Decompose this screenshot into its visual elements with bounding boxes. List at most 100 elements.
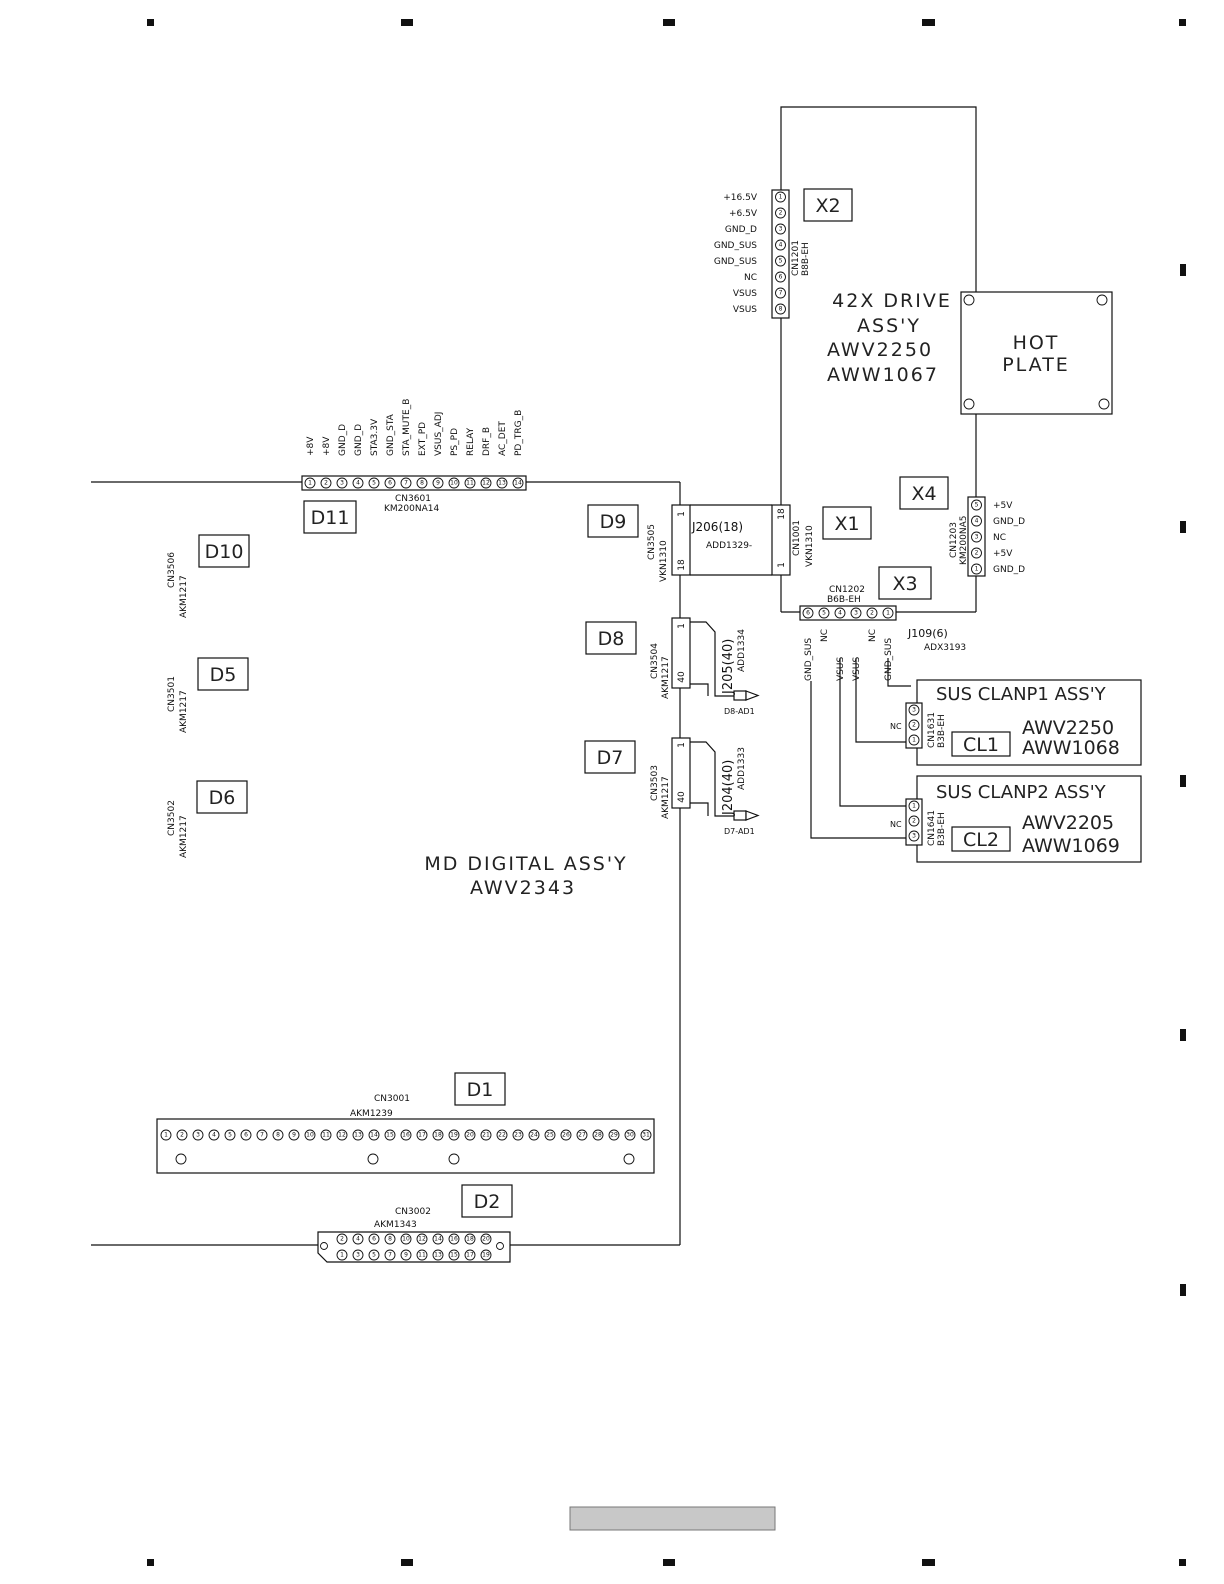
pin-number: 3: [356, 1252, 360, 1259]
pin-number: 2: [912, 818, 916, 825]
pin-number: 12: [482, 480, 490, 487]
pin-number: 17: [418, 1132, 426, 1139]
svg-text:AKM1217: AKM1217: [661, 656, 671, 699]
connector-pin: [320, 477, 332, 489]
connector-pin: [160, 1129, 172, 1141]
signal-label: NC: [820, 629, 830, 642]
svg-text:SUS CLANP1 ASS'Y: SUS CLANP1 ASS'Y: [936, 684, 1107, 705]
svg-text:KM200NA14: KM200NA14: [384, 504, 439, 514]
pin-number: 8: [276, 1132, 280, 1139]
svg-text:X1: X1: [834, 513, 859, 535]
connector-pin: [176, 1129, 188, 1141]
signal-label: RELAY: [466, 427, 476, 456]
signal-label: STA3.3V: [370, 418, 380, 456]
tag-d7: D7: [584, 740, 636, 774]
connector-cn3503: 1 40 CN3503 AKM1217: [650, 737, 691, 819]
board-sus-clanp2: SUS CLANP2 ASS'Y AWV2205 AWW1069 CL2 123…: [890, 775, 1142, 863]
connector-pin: [400, 1249, 412, 1261]
svg-text:CN1631: CN1631: [927, 712, 937, 748]
connector-pin: [416, 1249, 428, 1261]
tag-x1: X1: [822, 506, 872, 540]
pin-number: 11: [322, 1132, 330, 1139]
svg-text:J109(6): J109(6): [907, 627, 948, 640]
svg-text:AKM1217: AKM1217: [179, 690, 189, 733]
connector-pin: [368, 1233, 380, 1245]
connector-pin: [775, 191, 786, 203]
signal-label: +5V: [993, 549, 1013, 559]
pin-number: 7: [388, 1252, 392, 1259]
connector-cn3505: 1 18 CN3505 VKN1310: [647, 504, 691, 582]
pin-number: 9: [404, 1252, 408, 1259]
tag-d8: D8: [585, 621, 637, 655]
connector-pin: [480, 1129, 492, 1141]
svg-text:AWV2250: AWV2250: [1022, 717, 1114, 739]
svg-text:HOT: HOT: [1013, 332, 1060, 354]
connector-pin: [448, 477, 460, 489]
pin-number: 14: [434, 1236, 442, 1243]
signal-label: GND_SUS: [884, 638, 894, 681]
svg-text:CN1202: CN1202: [829, 585, 865, 595]
signal-label: GND_D: [354, 424, 364, 456]
svg-text:B3B-EH: B3B-EH: [937, 714, 947, 748]
svg-text:42X DRIVE: 42X DRIVE: [832, 290, 952, 312]
connector-pin: [400, 477, 412, 489]
svg-text:B8B-EH: B8B-EH: [801, 242, 811, 276]
signal-label: +5V: [993, 501, 1013, 511]
connector-pin: [775, 303, 786, 315]
svg-text:D7: D7: [597, 747, 624, 769]
signal-label: GND_D: [993, 517, 1025, 527]
connector-pin: [908, 719, 920, 731]
connector-pin: [336, 1233, 348, 1245]
connector-pin: [320, 1129, 332, 1141]
pin-number: 2: [340, 1236, 344, 1243]
pin-number: 11: [466, 480, 474, 487]
svg-text:CL2: CL2: [963, 829, 999, 851]
connector-pin: [866, 607, 878, 619]
connector-pin: [224, 1129, 236, 1141]
svg-text:ADX3193: ADX3193: [924, 643, 966, 653]
pin-number: 4: [212, 1132, 216, 1139]
pin-number: 29: [610, 1132, 618, 1139]
svg-text:D7-AD1: D7-AD1: [724, 827, 755, 836]
connector-pin: [352, 1233, 364, 1245]
connector-pin: [304, 1129, 316, 1141]
connector-pin: [432, 1233, 444, 1245]
board-sus-clanp1: SUS CLANP1 ASS'Y AWV2250 AWW1068 CL1 321…: [890, 679, 1142, 766]
pin-number: 24: [530, 1132, 538, 1139]
connector-pin: [834, 607, 846, 619]
svg-text:D8: D8: [598, 628, 625, 650]
pin-number: 4: [356, 1236, 360, 1243]
connector-pin: [288, 1129, 300, 1141]
connector-pin: [624, 1129, 636, 1141]
tag-x4: X4: [899, 476, 949, 510]
connector-pin: [384, 1233, 396, 1245]
connector-pin: [850, 607, 862, 619]
signal-label: VSUS: [733, 305, 757, 315]
connector-pin: [448, 1129, 460, 1141]
connector-pin: [576, 1129, 588, 1141]
connector-pin: [544, 1129, 556, 1141]
connector-pin: [464, 477, 476, 489]
pin-number: 11: [418, 1252, 426, 1259]
pin-number: 3: [912, 707, 916, 714]
pin-number: 9: [436, 480, 440, 487]
pin-number: 3: [340, 480, 344, 487]
svg-text:ADD1334: ADD1334: [737, 629, 747, 672]
pin-number: 4: [975, 518, 979, 525]
svg-text:J205(40): J205(40): [721, 639, 736, 695]
connector-pin: [352, 477, 364, 489]
tag-d11: D11: [303, 500, 357, 534]
signal-label: AC_DET: [498, 421, 508, 456]
pin-number: 14: [514, 480, 522, 487]
svg-text:D5: D5: [210, 664, 237, 686]
signal-label: VSUS: [852, 657, 862, 681]
svg-text:SUS CLANP2 ASS'Y: SUS CLANP2 ASS'Y: [936, 782, 1107, 803]
pin-number: 5: [822, 610, 826, 617]
pin-number: 31: [642, 1132, 650, 1139]
svg-text:40: 40: [677, 671, 687, 683]
connector-pin: [464, 1249, 476, 1261]
connector-pin: [464, 1233, 476, 1245]
